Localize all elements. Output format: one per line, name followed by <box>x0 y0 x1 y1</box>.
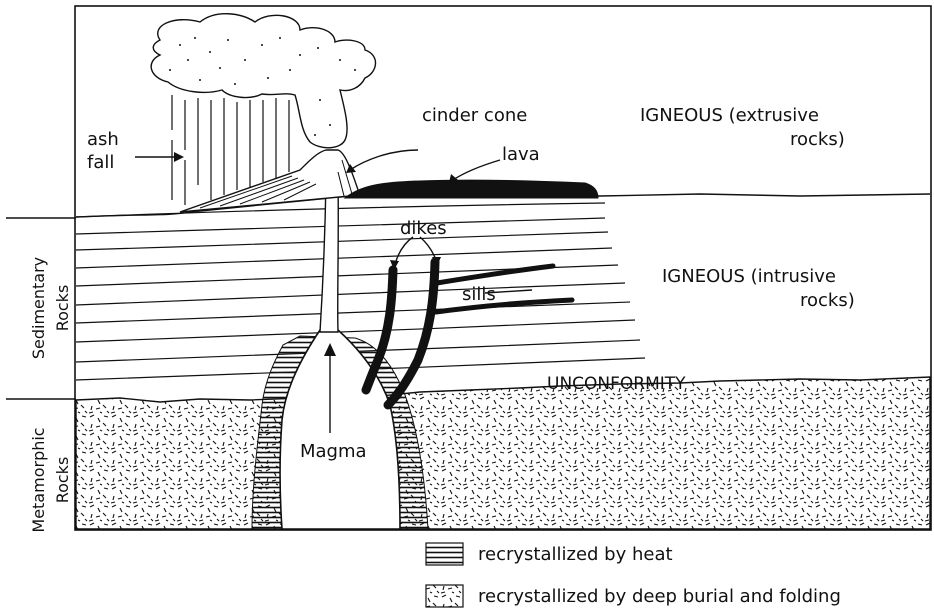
igneous-intrusive-label: IGNEOUS (intrusive <box>662 266 836 287</box>
legend-swatch-heat <box>426 543 463 565</box>
sedimentary-rocks-label: Rocks <box>53 285 72 332</box>
igneous-extrusive-label: IGNEOUS (extrusive <box>640 105 819 126</box>
lava-label: lava <box>502 144 540 165</box>
fall-label: fall <box>87 152 114 173</box>
metamorphic-label: Metamorphic <box>29 427 48 532</box>
legend-label-burial: recrystallized by deep burial and foldin… <box>478 586 841 607</box>
lava-flow <box>345 180 598 198</box>
legend-swatch-burial <box>426 585 463 607</box>
legend: recrystallized by heat recrystallized by… <box>426 543 841 607</box>
igneous-intrusive-label-2: rocks) <box>800 290 855 311</box>
sedimentary-label: Sedimentary <box>29 257 48 359</box>
igneous-extrusive-label-2: rocks) <box>790 129 845 150</box>
cinder-cone-label: cinder cone <box>422 105 527 126</box>
volcanic-conduit <box>320 180 338 332</box>
dikes-label: dikes <box>400 218 447 239</box>
magma-label: Magma <box>300 441 367 462</box>
ash-label: ash <box>87 129 119 150</box>
sills-label: sills <box>462 284 496 305</box>
legend-label-heat: recrystallized by heat <box>478 544 673 565</box>
metamorphic-rocks-label: Rocks <box>53 457 72 504</box>
metamorphic-layer <box>76 377 930 529</box>
unconformity-label: UNCONFORMITY <box>547 374 686 394</box>
